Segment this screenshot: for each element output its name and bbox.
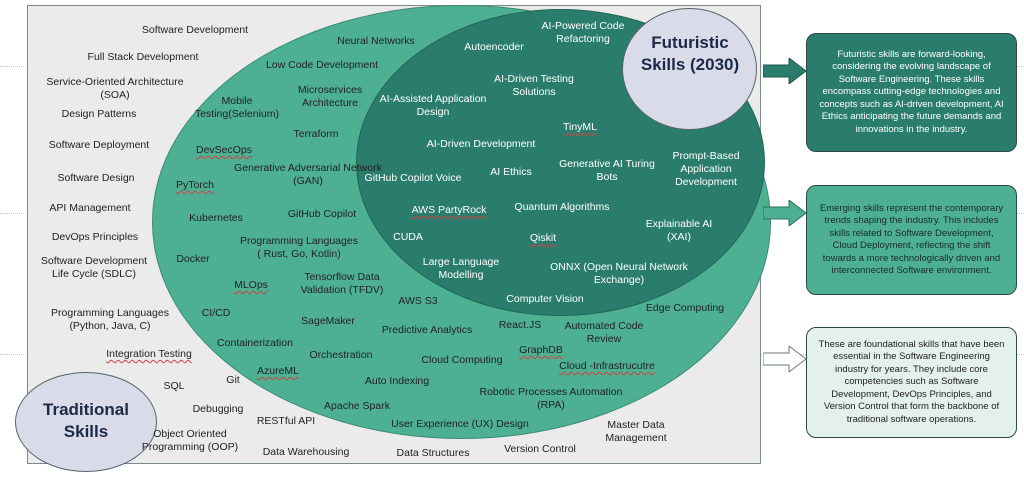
skill-label: GitHub Copilot Voice <box>364 172 462 184</box>
skill-label: Software Design <box>57 172 135 184</box>
skill-label: Robotic Processes Automation (RPA) <box>479 386 623 411</box>
skill-label: User Experience (UX) Design <box>391 418 529 430</box>
skill-label: Integration Testing <box>106 348 192 360</box>
skill-label: Version Control <box>504 443 576 455</box>
skill-label: Programming Languages (Python, Java, C) <box>51 307 169 332</box>
skill-label: Neural Networks <box>337 35 415 47</box>
futuristic-label-bubble <box>622 8 757 130</box>
skill-label: Data Structures <box>396 447 470 459</box>
skill-label: Low Code Development <box>265 59 379 71</box>
skill-label: AI-Assisted Application Design <box>379 93 487 118</box>
futuristic-skills-title: Futuristic Skills (2030) <box>640 33 740 74</box>
traditional-label-bubble <box>15 372 157 472</box>
traditional-arrow-icon <box>763 346 807 372</box>
skill-label: Cloud -Infrastrucutre <box>559 360 655 372</box>
skill-label: Docker <box>176 253 210 265</box>
skill-label: AWS PartyRock <box>411 204 487 216</box>
skill-label: Automated Code Review <box>564 320 644 345</box>
skill-label: SageMaker <box>301 315 355 327</box>
skill-label: Quantum Algorithms <box>514 201 610 213</box>
skill-label: AzureML <box>256 365 300 377</box>
emerging-arrow-icon <box>763 200 807 226</box>
skill-label: Service-Oriented Architecture (SOA) <box>46 76 184 101</box>
skill-label: Edge Computing <box>645 302 725 314</box>
skill-label: AI-Driven Development <box>426 138 536 150</box>
skill-label: Apache Spark <box>324 400 390 412</box>
skill-label: Object Oriented Programming (OOP) <box>141 428 239 453</box>
skill-label: Orchestration <box>309 349 373 361</box>
skill-label: AI Ethics <box>490 166 532 178</box>
skill-label: Git <box>226 374 240 386</box>
skill-label: Large Language Modelling <box>422 256 500 281</box>
skill-label: TinyML <box>562 121 598 133</box>
skill-label: Mobile Testing(Selenium) <box>194 95 280 120</box>
skill-label: API Management <box>49 202 131 214</box>
skill-label: Software Deployment <box>48 139 150 151</box>
futuristic-arrow-icon <box>763 58 807 84</box>
skill-label: Qiskit <box>529 232 557 244</box>
skill-label: CI/CD <box>201 307 231 319</box>
skill-label: SQL <box>163 380 185 392</box>
futuristic-description-box: Futuristic skills are forward-looking, c… <box>806 33 1017 152</box>
skill-label: Computer Vision <box>506 293 584 305</box>
skill-label: Generative Adversarial Network (GAN) <box>234 162 382 187</box>
skill-label: Debugging <box>192 403 244 415</box>
emerging-description-box: Emerging skills represent the contempora… <box>806 185 1017 295</box>
futuristic-description-text: Futuristic skills are forward-looking, c… <box>819 48 1004 135</box>
skill-label: Kubernetes <box>189 212 243 224</box>
skill-label: Cloud Computing <box>421 354 503 366</box>
skill-label: GitHub Copilot <box>287 208 357 220</box>
skill-label: Master Data Management <box>605 419 667 444</box>
skill-label: Design Patterns <box>61 108 137 120</box>
emerging-description-text: Emerging skills represent the contempora… <box>819 202 1004 277</box>
skill-label: ONNX (Open Neural Network Exchange) <box>550 261 688 286</box>
skill-label: Software Development Life Cycle (SDLC) <box>40 255 148 280</box>
skill-label: Tensorflow Data Validation (TFDV) <box>300 271 384 296</box>
skill-label: CUDA <box>393 231 423 243</box>
skill-label: GraphDB <box>519 344 563 356</box>
skill-label: Terraform <box>293 128 339 140</box>
skill-label: Full Stack Development <box>87 51 199 63</box>
skill-label: MLOps <box>234 279 268 291</box>
skill-label: Data Warehousing <box>262 446 350 458</box>
traditional-skills-title: Traditional Skills <box>43 400 129 441</box>
skill-label: Predictive Analytics <box>381 324 473 336</box>
skill-label: PyTorch <box>176 179 214 191</box>
skill-label: DevOps Principles <box>51 231 139 243</box>
skill-label: Explainable AI (XAI) <box>645 218 713 243</box>
skill-label: Programming Languages ( Rust, Go, Kotlin… <box>240 235 358 260</box>
traditional-description-text: These are foundational skills that have … <box>818 338 1005 425</box>
skill-label: React.JS <box>498 319 542 331</box>
traditional-description-box: These are foundational skills that have … <box>806 327 1017 438</box>
skill-label: Autoencoder <box>464 41 524 53</box>
skill-label: Containerization <box>217 337 293 349</box>
skill-label: AI-Powered Code Refactoring <box>541 20 625 45</box>
skill-label: Generative AI Turing Bots <box>559 158 655 183</box>
skill-label: Auto Indexing <box>364 375 430 387</box>
skill-label: Prompt-Based Application Development <box>672 150 740 188</box>
skill-label: DevSecOps <box>195 144 253 156</box>
skill-label: AI-Driven Testing Solutions <box>494 73 574 98</box>
skill-label: AWS S3 <box>398 295 438 307</box>
skill-label: Software Development <box>141 24 249 36</box>
skill-label: RESTful API <box>256 415 316 427</box>
skill-label: Microservices Architecture <box>297 84 363 109</box>
